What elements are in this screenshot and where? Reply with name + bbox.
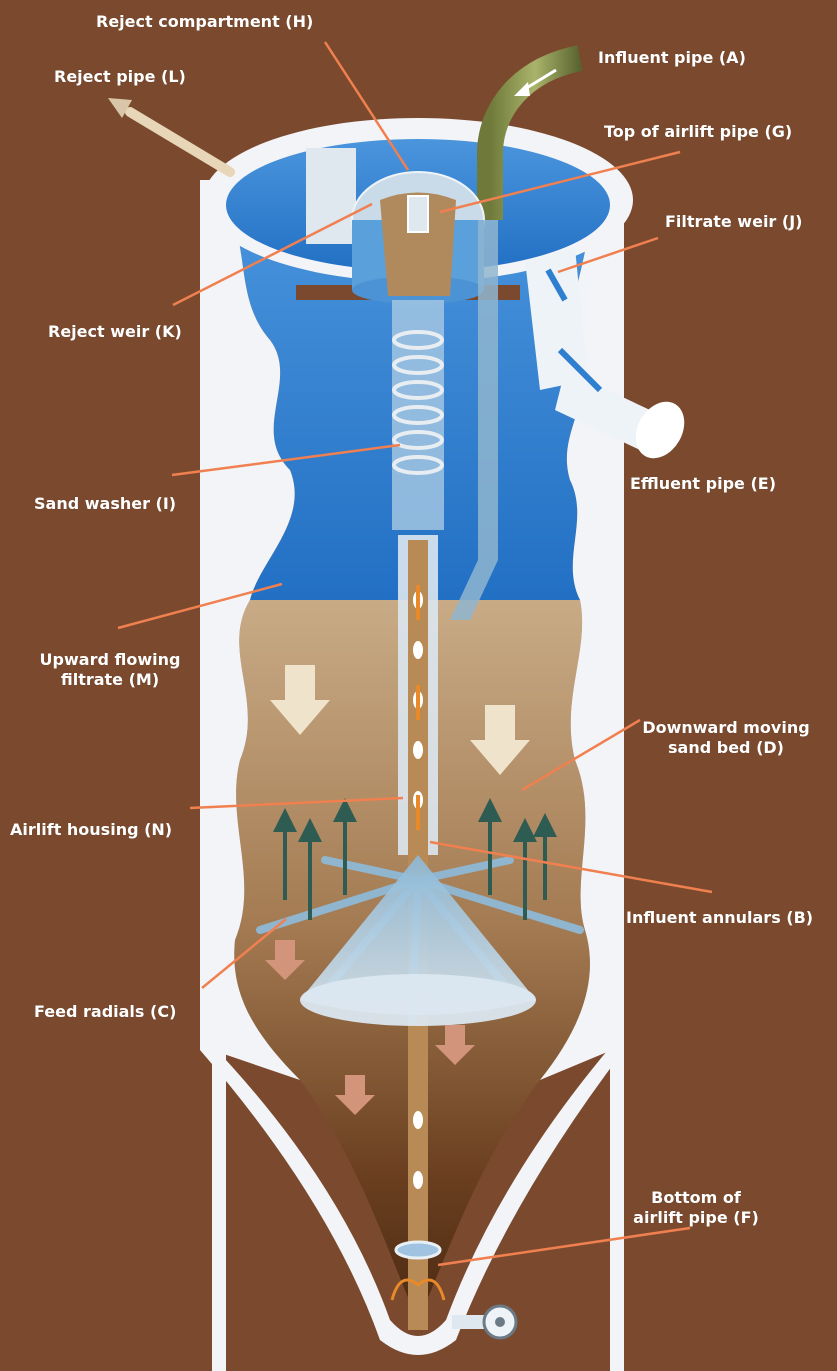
airlift-cone-base bbox=[300, 974, 536, 1026]
label-airlift-housing: Airlift housing (N) bbox=[10, 820, 172, 840]
label-upward-flowing-line1: Upward flowing bbox=[0, 650, 220, 670]
label-downward-moving-line1: Downward moving bbox=[615, 718, 837, 738]
label-feed-radials: Feed radials (C) bbox=[34, 1002, 176, 1022]
reject-pipe bbox=[130, 112, 230, 172]
tank-wall-left bbox=[200, 180, 212, 1050]
label-top-of-airlift-pipe: Top of airlift pipe (G) bbox=[604, 122, 792, 142]
label-bottom-of-airlift-pipe: Bottom of airlift pipe (F) bbox=[596, 1188, 796, 1228]
reject-compartment-box bbox=[306, 148, 356, 244]
tank-wall-right bbox=[612, 180, 624, 1050]
top-airlift-pipe bbox=[408, 196, 428, 232]
label-filtrate-weir: Filtrate weir (J) bbox=[665, 212, 802, 232]
label-reject-weir: Reject weir (K) bbox=[48, 322, 182, 342]
label-downward-moving-line2: sand bed (D) bbox=[615, 738, 837, 758]
label-effluent-pipe: Effluent pipe (E) bbox=[630, 474, 776, 494]
label-downward-moving-sand-bed: Downward moving sand bed (D) bbox=[615, 718, 837, 758]
label-upward-flowing-line2: filtrate (M) bbox=[0, 670, 220, 690]
label-bottom-airlift-line2: airlift pipe (F) bbox=[596, 1208, 796, 1228]
label-influent-annulars: Influent annulars (B) bbox=[626, 908, 813, 928]
label-upward-flowing-filtrate: Upward flowing filtrate (M) bbox=[0, 650, 220, 690]
label-reject-compartment: Reject compartment (H) bbox=[96, 12, 313, 32]
label-influent-pipe: Influent pipe (A) bbox=[598, 48, 746, 68]
bottom-airlift-collar bbox=[396, 1242, 440, 1258]
label-reject-pipe: Reject pipe (L) bbox=[54, 67, 186, 87]
label-bottom-airlift-line1: Bottom of bbox=[596, 1188, 796, 1208]
label-sand-washer: Sand washer (I) bbox=[34, 494, 176, 514]
drain-valve-hub bbox=[495, 1317, 505, 1327]
